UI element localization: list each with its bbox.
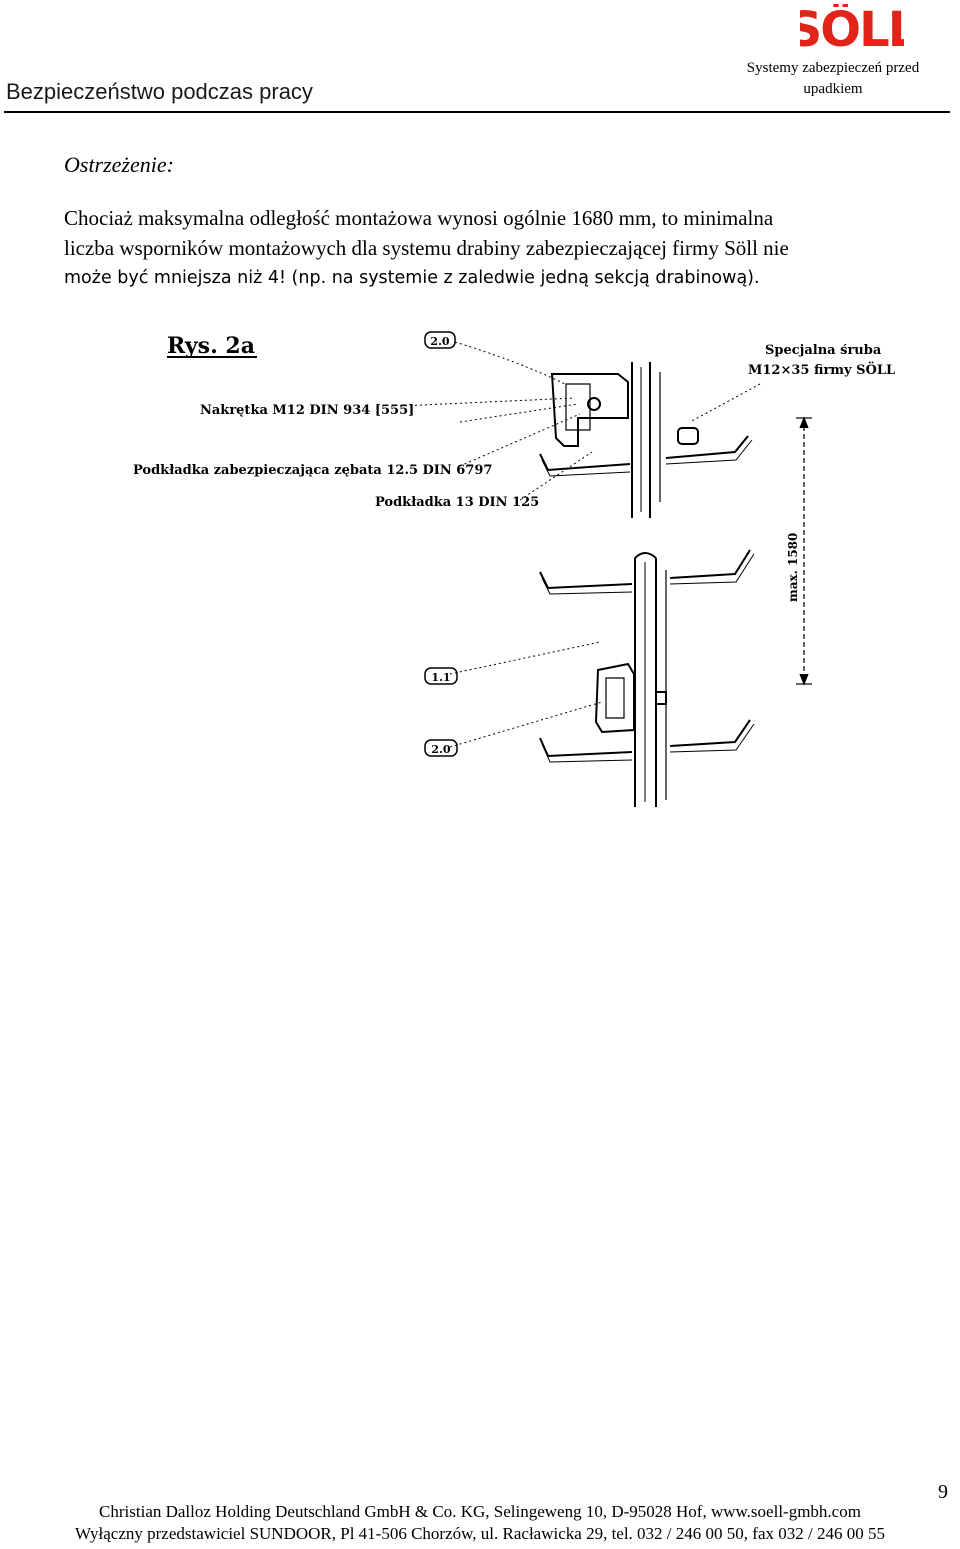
label-washer-tooth: Podkładka zabezpieczająca zębata 12.5 DI… xyxy=(133,463,492,478)
rung-2 xyxy=(539,549,755,595)
footer-line-2: Wyłączny przedstawiciel SUNDOOR, Pl 41-5… xyxy=(75,1524,885,1543)
leader-lines xyxy=(399,341,761,748)
callout-mid-frame xyxy=(424,667,458,685)
warning-line-1: Chociaż maksymalna odległość montażowa w… xyxy=(64,206,774,230)
lower-rail xyxy=(634,552,667,807)
header-subtitle-line1: Systemy zabezpieczeń przed xyxy=(746,60,920,76)
callout-top-frame xyxy=(424,331,456,349)
dimension-label: max. 1580 xyxy=(786,533,800,602)
logo-text: SÖLL xyxy=(800,4,904,50)
rung-3 xyxy=(539,719,755,763)
label-screw-line1: Specjalna śruba xyxy=(765,343,882,358)
ladder-drawing: Rys. 2a 2.0 Specjalna śruba M12×35 firmy… xyxy=(133,331,895,807)
header-title: Bezpieczeństwo podczas pracy xyxy=(6,79,313,104)
callout-bottom: 2.0 xyxy=(431,743,450,756)
figure-title: Rys. 2a xyxy=(167,333,255,359)
label-screw-line2: M12×35 firmy SÖLL xyxy=(748,361,895,378)
footer-line-1: Christian Dalloz Holding Deutschland Gmb… xyxy=(99,1502,861,1521)
header-subtitle: Systemy zabezpieczeń przed upadkiem xyxy=(718,58,948,100)
callout-top: 2.0 xyxy=(430,335,449,348)
upper-rail xyxy=(631,362,661,518)
warning-text: Chociaż maksymalna odległość montażowa w… xyxy=(64,203,948,293)
lower-bracket xyxy=(594,662,667,734)
rung-1 xyxy=(539,435,753,477)
callout-bottom-frame xyxy=(424,739,458,757)
header-subtitle-line2: upadkiem xyxy=(803,81,863,97)
upper-bracket xyxy=(550,373,699,447)
label-nut: Nakrętka M12 DIN 934 [555] xyxy=(200,403,414,418)
label-washer: Podkładka 13 DIN 125 xyxy=(375,495,539,510)
dimension-line xyxy=(796,416,812,686)
soll-logo: SÖLL xyxy=(800,4,904,50)
warning-line-3: może być mniejsza niż 4! (np. na systemi… xyxy=(64,268,760,288)
page-number: 9 xyxy=(938,1481,948,1503)
warning-heading: Ostrzeżenie: xyxy=(64,152,174,177)
ladder-bracket-figure: Rys. 2a 2.0 Specjalna śruba M12×35 firmy… xyxy=(120,322,920,852)
warning-line-2: liczba wsporników montażowych dla system… xyxy=(64,236,789,260)
header-divider xyxy=(4,111,950,113)
callout-mid: 1.1 xyxy=(431,671,450,684)
